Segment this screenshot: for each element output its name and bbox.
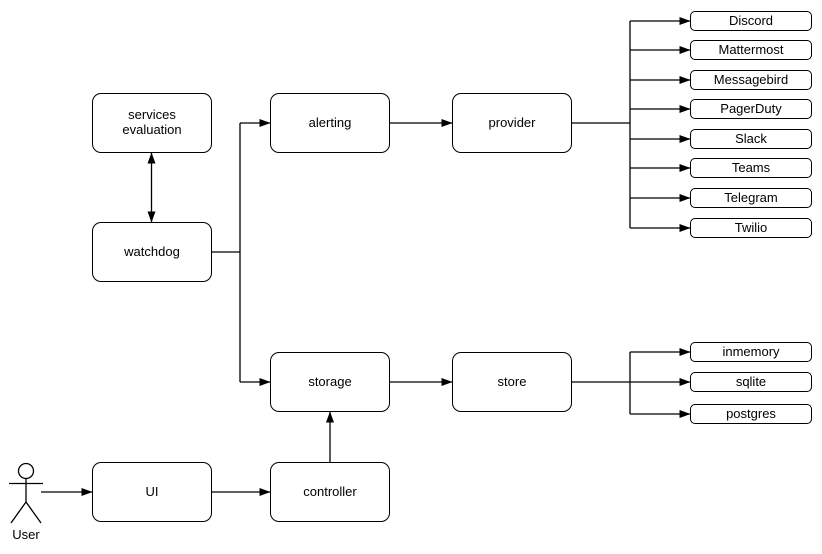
node-ui: UI: [92, 462, 212, 522]
node-watchdog: watchdog: [92, 222, 212, 282]
user-actor-icon: [9, 462, 43, 524]
node-twilio: Twilio: [690, 218, 812, 238]
node-discord: Discord: [690, 11, 812, 31]
edge-provider-trunk: [570, 21, 631, 228]
node-pagerduty: PagerDuty: [690, 99, 812, 119]
node-sqlite: sqlite: [690, 372, 812, 392]
node-store: store: [452, 352, 572, 412]
node-mattermost: Mattermost: [690, 40, 812, 60]
node-controller: controller: [270, 462, 390, 522]
node-provider: provider: [452, 93, 572, 153]
edge-watchdog-trunk: [211, 123, 241, 382]
node-messagebird: Messagebird: [690, 70, 812, 90]
node-telegram: Telegram: [690, 188, 812, 208]
node-teams: Teams: [690, 158, 812, 178]
node-slack: Slack: [690, 129, 812, 149]
edge-store-trunk: [570, 352, 631, 414]
node-inmemory: inmemory: [690, 342, 812, 362]
node-services-evaluation: services evaluation: [92, 93, 212, 153]
user-label: User: [12, 527, 40, 542]
node-alerting: alerting: [270, 93, 390, 153]
node-postgres: postgres: [690, 404, 812, 424]
node-storage: storage: [270, 352, 390, 412]
